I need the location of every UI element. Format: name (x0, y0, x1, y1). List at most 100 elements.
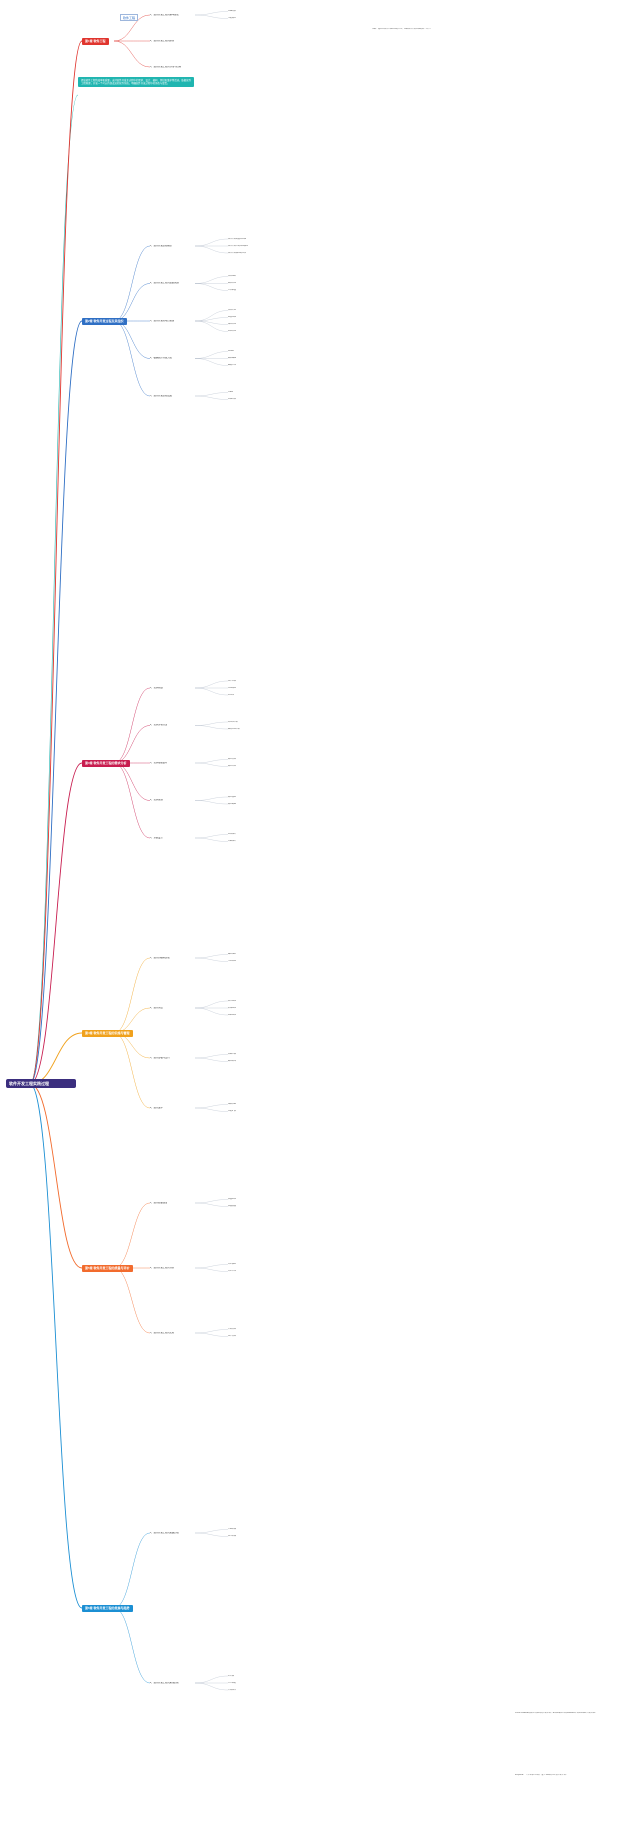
section-node[interactable]: 2、软件开发工程的原则 (150, 39, 175, 42)
item-connector (194, 954, 229, 959)
section-node[interactable]: 2、软件开发工程的组织管理 (150, 282, 179, 284)
section-node[interactable]: 5、软件开发过程改进 (150, 394, 172, 397)
topic-item[interactable]: 结构化分析 (228, 720, 239, 723)
topic-item[interactable]: 人员配置 (228, 289, 237, 292)
topic-item[interactable]: 集成测试 (228, 1006, 237, 1009)
section-connector-3-4 (113, 762, 151, 801)
section-node[interactable]: 3、软件开发工程的作用与目标 (150, 65, 182, 68)
topic-item[interactable]: 成本管理 (228, 323, 237, 326)
topic-item[interactable]: 需求评审 (228, 765, 237, 768)
topic-item[interactable]: 评价指标 (228, 1263, 237, 1266)
section-connector-5-3 (113, 1267, 151, 1334)
section-node[interactable]: 3、软件开发工程的文档 (150, 1331, 175, 1334)
section-connector-5-1 (113, 1202, 151, 1269)
section-node[interactable]: 3、需求规格说明 (150, 761, 168, 764)
section-connector-2-1 (113, 245, 151, 322)
topic-item[interactable]: 问卷调查 (228, 686, 237, 689)
topic-item[interactable]: 需求文档 (228, 758, 237, 761)
topic-item[interactable]: 面向对象分析 (228, 727, 241, 730)
topic-item[interactable]: 软件开发中的常用模型 (228, 244, 249, 247)
chapter-node-5[interactable]: 第5章 软件开发工程的质量与评价 (82, 1265, 133, 1272)
item-connector (194, 762, 229, 767)
topic-item[interactable]: 项目组织 (228, 275, 237, 278)
topic-item[interactable]: 质量度量 (228, 1205, 237, 1208)
item-connector (194, 392, 229, 397)
topic-item[interactable]: 总体设计 (228, 833, 237, 836)
section-connector-6-1 (113, 1532, 151, 1609)
section-node[interactable]: 1、软件质量保证 (150, 1201, 168, 1204)
topic-item[interactable]: 单元测试 (228, 999, 237, 1002)
section-node[interactable]: 1、软件开发工程的发展历程 (150, 1531, 179, 1534)
item-connector (194, 245, 229, 254)
topic-item[interactable]: 系统测试 (228, 1013, 237, 1016)
section-node[interactable]: 4、敏捷软件开发方法 (150, 357, 172, 359)
chapter-node-3[interactable]: 第3章 软件开发工程的需求分析 (82, 760, 130, 767)
section-node[interactable]: 5、系统设计 (150, 836, 163, 839)
topic-item[interactable]: 需求跟踪 (228, 802, 237, 805)
topic-item[interactable]: 用户访谈 (228, 679, 237, 682)
topic-item[interactable]: 现代阶段 (228, 1535, 237, 1538)
topic-item[interactable]: 软件开发模型的比较 (228, 251, 247, 254)
topic-item[interactable]: 评价方法 (228, 1270, 237, 1273)
topic-item[interactable]: 问题背景 (228, 10, 237, 13)
topic-item[interactable]: 可能需求 (228, 17, 237, 20)
root-topic[interactable]: 软件开发工程实践过程 (6, 1079, 76, 1088)
topic-item[interactable]: 需求变更 (228, 795, 237, 798)
section-node[interactable]: 2、软件开发工程的未来趋势 (150, 1681, 179, 1684)
section-node[interactable]: 3、软件开发的项目管理 (150, 319, 175, 322)
topic-item[interactable]: 编码规范 (228, 953, 237, 956)
item-connector (194, 1332, 229, 1337)
section-node[interactable]: 2、软件开发工程的评价 (150, 1266, 175, 1269)
section-connector-3-1 (113, 687, 151, 764)
topic-item[interactable]: 早期阶段 (228, 1528, 237, 1531)
topic-item[interactable]: 代码审查 (228, 960, 237, 963)
topic-item[interactable]: 缺陷修复 (228, 1103, 237, 1106)
item-connector (194, 1202, 229, 1207)
chapter-node-1[interactable]: 第1章 软件工程 (82, 38, 109, 45)
section-node[interactable]: 1、软件的编码实现 (150, 956, 170, 959)
topic-item[interactable]: Scrum (228, 350, 234, 353)
section-node[interactable]: 4、软件维护 (150, 1106, 163, 1109)
topic-item[interactable]: CMMI (228, 391, 234, 394)
topic-item[interactable]: 详细设计 (228, 840, 237, 843)
topic-item[interactable]: 云计算 (228, 1674, 235, 1677)
item-connector (194, 395, 229, 400)
chapter-connector-6 (29, 1083, 83, 1609)
chapter-node-4[interactable]: 第4章 软件开发工程的实施与管理 (82, 1030, 133, 1037)
topic-item[interactable]: 版本发布 (228, 1060, 237, 1063)
section-node[interactable]: 1、软件开发工程的基本理论 (150, 13, 179, 16)
topic-item[interactable]: 质量标准 (228, 1198, 237, 1201)
item-connector (194, 1267, 229, 1272)
chapter-node-6[interactable]: 第6章 软件开发工程的发展与趋势 (82, 1605, 133, 1612)
topic-item[interactable]: 极限编程 (228, 357, 237, 360)
section-node[interactable]: 1、软件开发过程模型 (150, 244, 172, 247)
topic-item[interactable]: 团队管理 (228, 282, 237, 285)
topic-item[interactable]: 用户文档 (228, 1335, 237, 1338)
section-connector-4-1 (113, 957, 151, 1034)
topic-item[interactable]: 项目计划 (228, 309, 237, 312)
item-connector (194, 11, 229, 16)
topic-item[interactable]: 功能扩展 (228, 1110, 237, 1113)
topic-item[interactable]: 开源软件 (228, 1688, 237, 1691)
item-connector (194, 320, 229, 332)
section-node[interactable]: 1、需求获取 (150, 686, 163, 689)
item-connector (194, 680, 229, 689)
section-node[interactable]: 4、需求管理 (150, 799, 163, 801)
chapter-node-2[interactable]: 第2章 软件开发过程及其组织 (82, 318, 127, 325)
item-connector (194, 1682, 229, 1691)
item-connector (194, 721, 229, 726)
section-node[interactable]: 2、软件测试 (150, 1006, 163, 1009)
topic-item[interactable]: 软件开发的基本过程 (228, 237, 247, 240)
topic-item[interactable]: 看板方法 (228, 364, 237, 367)
topic-item[interactable]: 原型法 (228, 693, 235, 696)
section-node[interactable]: 2、需求分析方法 (150, 724, 168, 726)
topic-item[interactable]: 部署方案 (228, 1053, 237, 1056)
topic-item[interactable]: 过程评估 (228, 398, 237, 401)
item-connector (194, 358, 229, 366)
section-connector-2-5 (113, 320, 151, 397)
section-node[interactable]: 3、软件部署与交付 (150, 1056, 170, 1059)
topic-item[interactable]: 风险管理 (228, 330, 237, 333)
topic-item[interactable]: 开发文档 (228, 1328, 237, 1331)
topic-item[interactable]: 进度控制 (228, 316, 237, 319)
topic-item[interactable]: 人工智能 (228, 1681, 237, 1684)
